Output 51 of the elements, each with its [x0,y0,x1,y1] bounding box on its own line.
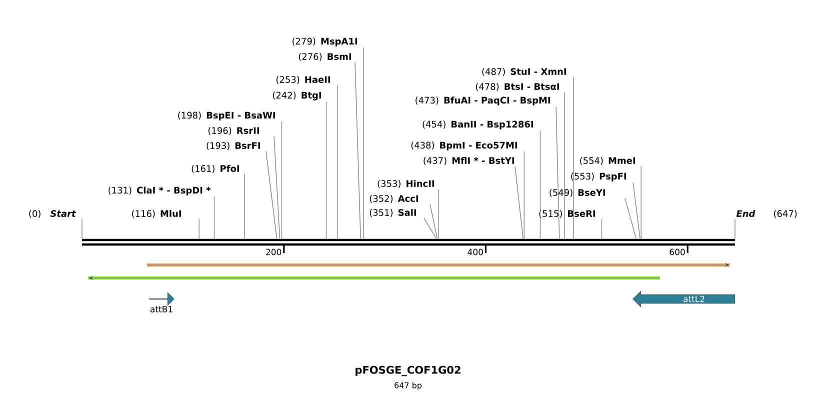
leader-line [564,92,565,239]
leader-line [354,62,361,239]
site-label: (438) BpmI - Eco57MI [411,142,517,150]
leader-line [438,188,439,239]
leader-line [198,218,200,239]
leader-line [424,218,437,239]
leader-line [326,101,327,239]
leader-line [214,196,215,239]
leader-line [244,174,245,239]
leader-line [632,182,640,239]
site-label: (487) StuI - XmnI [482,68,566,76]
leader-line [274,136,280,239]
site-label: (196) RsrII [208,126,259,136]
leader-line [601,218,602,239]
leader-line [540,130,541,239]
site-label: (242) BtgI [272,92,321,100]
length-caption: 647 bp [394,382,422,390]
site-label: (131) ClaI * - BspDI * [108,186,211,196]
leader-line [336,84,338,239]
site-label: (454) BanII - Bsp1286I [422,120,533,130]
leader-line [266,150,278,239]
site-label: (253) HaeII [276,76,330,84]
site-label: (279) MspA1I [292,38,357,46]
leader-line [573,76,574,239]
site-label: (276) BsmI [298,52,351,62]
site-label: (193) BsrFI [206,142,260,150]
site-label: (198) BspEI - BsaWI [178,112,275,120]
site-label: (353) HincII [378,180,434,188]
site-label: (351) SalI [370,209,416,218]
site-label: (473) BfuAI - PaqCI - BspMI [416,96,550,106]
map-title: pFOSGE_COF1G02 [356,366,460,376]
end-label: (0) Start [29,210,76,218]
site-label: (553) PspFI [571,172,626,182]
leader-line [281,121,282,239]
end-label: End (647) [736,210,797,218]
leader-line [734,218,736,239]
site-label: (161) PfoI [192,165,239,174]
site-label: (478) BtsI - BtsαI [476,82,559,92]
site-label: (116) MluI [132,210,181,218]
site-label: (549) BseYI [550,188,605,198]
site-label: (554) MmeI [580,156,635,166]
leader-line [363,47,364,239]
node-label: attB1 [150,306,172,312]
site-label: (437) MflI * - BstYI [424,157,514,166]
leader-line [430,204,438,239]
leader-line [624,198,636,239]
sequence-backbone [82,238,735,246]
leader-line [514,166,524,239]
leader-line [556,106,560,239]
site-label: (352) AccI [370,194,418,204]
leader-line [640,166,642,239]
